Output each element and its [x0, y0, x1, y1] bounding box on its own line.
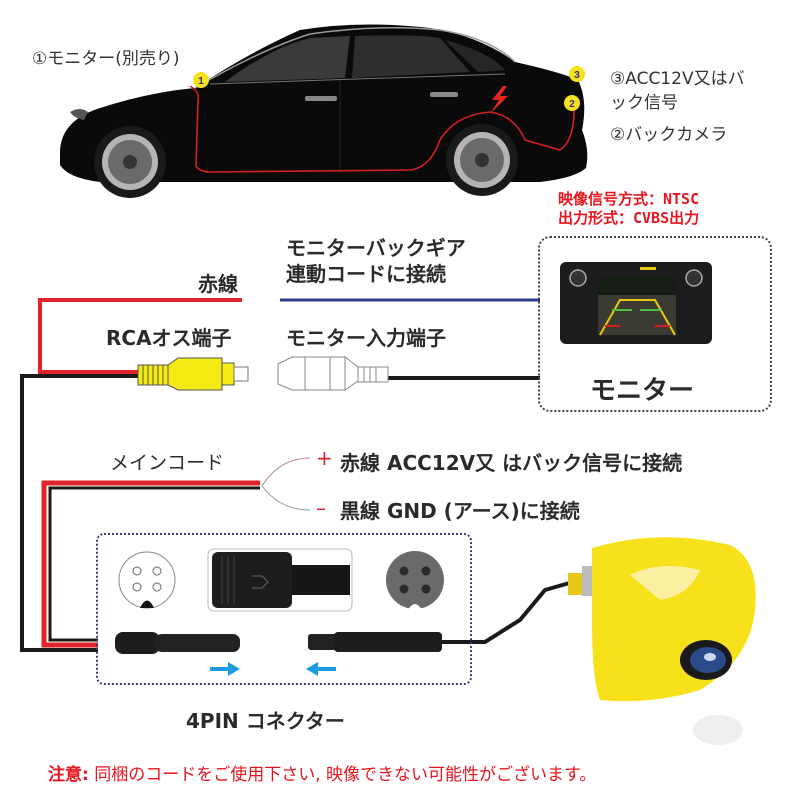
red-line-description: 赤線 ACC12V又 はバック信号に接続 — [340, 451, 683, 475]
rca-male-label: RCAオス端子 — [106, 326, 232, 350]
svg-text:2: 2 — [569, 99, 575, 110]
notice-prefix: 注意: — [48, 765, 89, 785]
notice-text: 同梱のコードをご使用下さい, 映像できない可能性がございます。 — [88, 765, 597, 785]
female-connector-cable — [115, 632, 240, 654]
wires — [20, 298, 540, 652]
red-wire-label: 赤線 — [198, 272, 238, 296]
output-format-spec: 出力形式：CVBS出力 — [558, 209, 700, 227]
main-cord-label: メインコード — [110, 452, 225, 474]
plus-sign: + — [316, 446, 333, 470]
car-illustration: 1 3 2 — [60, 24, 588, 198]
female-pin-diagram — [118, 551, 176, 609]
acc-signal-label-line1: ③ACC12V又はバ — [610, 69, 745, 89]
notice: 注意: 同梱のコードをご使用下さい, 映像できない可能性がございます。 — [48, 760, 596, 785]
svg-text:1: 1 — [198, 76, 204, 87]
male-pin-diagram — [386, 551, 444, 610]
reverse-gear-label-line1: モニターバックギア — [286, 236, 466, 260]
monitor-input-label: モニター入力端子 — [286, 326, 446, 350]
backup-camera — [568, 537, 756, 745]
reverse-gear-label-line2: 連動コードに接続 — [286, 262, 446, 286]
acc-signal-label-line2: ック信号 — [610, 93, 678, 113]
connector-label: 4PIN コネクター — [186, 709, 345, 733]
monitor-device — [560, 262, 712, 344]
monitor-input-connector — [277, 355, 389, 391]
svg-text:3: 3 — [574, 70, 580, 81]
monitor-box — [538, 236, 772, 412]
backup-camera-label: ②バックカメラ — [610, 125, 728, 145]
connect-arrows — [210, 662, 336, 676]
rca-male-connector — [137, 357, 249, 391]
monitor-sold-separately-label: ①モニター(別売り) — [32, 49, 180, 69]
minus-sign: – — [316, 496, 326, 520]
monitor-label: モニター — [590, 376, 695, 406]
connector-box — [96, 533, 472, 685]
video-signal-spec: 映像信号方式：NTSC — [558, 190, 700, 208]
black-line-description: 黒線 GND (アース)に接続 — [340, 499, 580, 523]
connector-photo — [207, 548, 353, 612]
